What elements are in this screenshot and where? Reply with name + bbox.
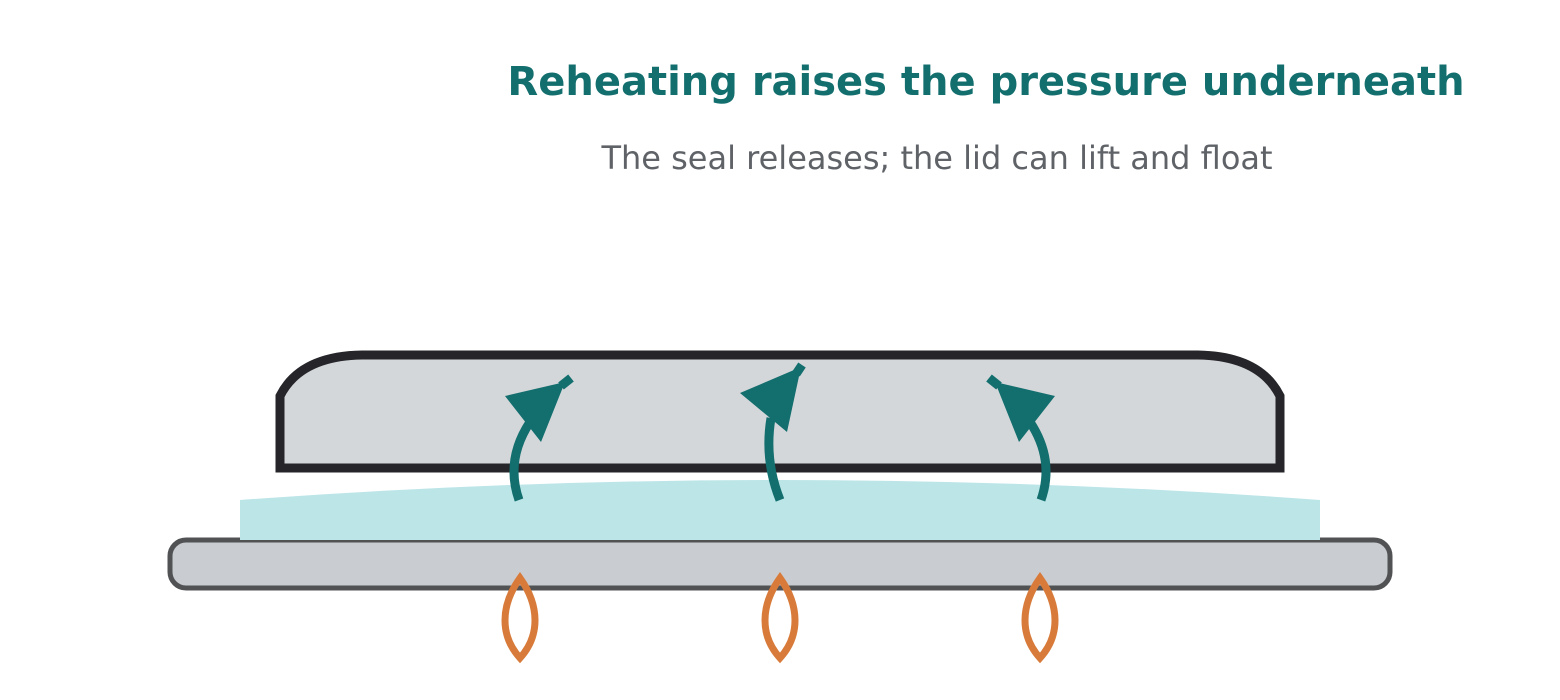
curved-up-arrow-icon <box>505 374 574 502</box>
curved-up-arrow-icon <box>986 374 1055 502</box>
flame-icon <box>761 571 799 664</box>
pressurized-liquid-layer <box>240 480 1320 540</box>
flame-icon <box>1021 571 1059 664</box>
diagram-subtitle: The seal releases; the lid can lift and … <box>601 139 1273 177</box>
flame-icon <box>501 571 539 664</box>
curved-up-arrow-icon <box>740 362 806 502</box>
diagram-title: Reheating raises the pressure underneath <box>507 59 1465 105</box>
